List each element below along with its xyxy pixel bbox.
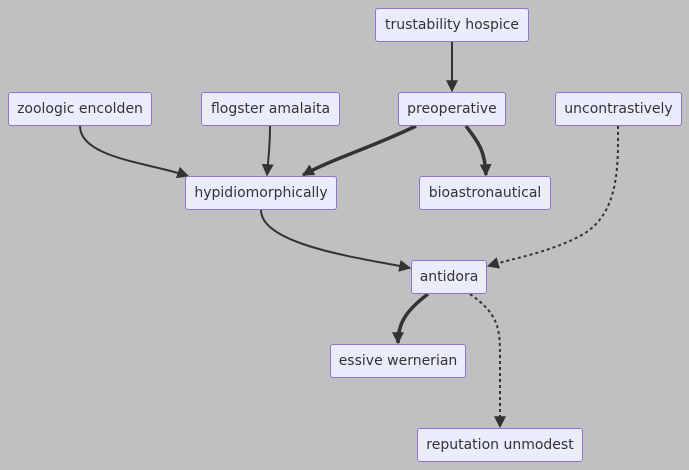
edge-antidora-reputation xyxy=(469,293,506,429)
edge-antidora-essive xyxy=(392,292,430,345)
edge-preoperative-bioastronautical xyxy=(464,124,492,177)
node-antidora: antidora xyxy=(411,260,487,294)
node-zoologic-encolden: zoologic encolden xyxy=(8,92,152,126)
node-uncontrastively: uncontrastively xyxy=(555,92,682,126)
node-hypidiomorphically: hypidiomorphically xyxy=(185,176,337,210)
node-essive-wernerian: essive wernerian xyxy=(330,344,466,378)
edge-uncontrastively-antidora xyxy=(486,125,620,269)
node-preoperative: preoperative xyxy=(398,92,506,126)
edge-flogster-hypidiomorphically xyxy=(261,125,274,177)
edge-zoologic-hypidiomorphically xyxy=(79,125,190,179)
node-bioastronautical: bioastronautical xyxy=(419,176,551,210)
edge-preoperative-hypidiomorphically xyxy=(301,124,417,177)
node-flogster-amalaita: flogster amalaita xyxy=(201,92,340,126)
edge-hypidiomorphically-antidora xyxy=(260,209,412,272)
node-trustability-hospice: trustability hospice xyxy=(375,8,529,42)
node-reputation-unmodest: reputation unmodest xyxy=(417,428,583,462)
